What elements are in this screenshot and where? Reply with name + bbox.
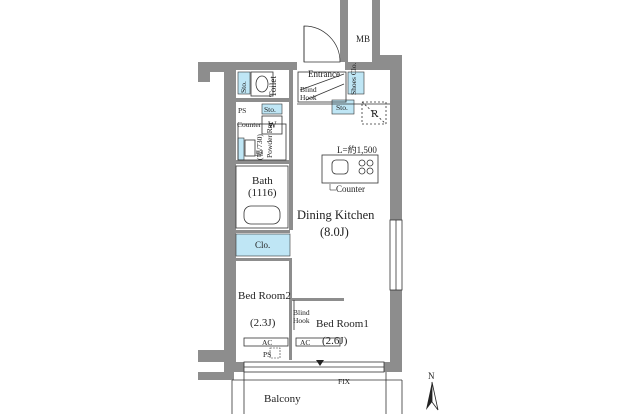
bed-room2-label: Bed Room2 [238,290,291,302]
storage-areas [235,71,365,257]
l-size-label: L=約1,500 [337,144,377,155]
interior-lines [231,25,403,414]
walls [198,0,402,380]
balcony-label: Balcony [264,393,301,405]
blind-hook-entrance-label-1: Blind [300,85,317,94]
entrance-label: Entrance [308,69,340,79]
bed-room1-size-label: (2.6J) [322,335,348,347]
ps-bottom-label: PS [263,350,271,359]
bed-room1-label: Bed Room1 [316,318,369,330]
blind-hook-entrance-label-2: Hook [300,93,317,102]
ac-left-label: AC [262,338,272,347]
sto-left-label: Sto. [264,105,276,114]
sto-vertical-label: Sto. [239,81,248,93]
dining-kitchen-size-label: (8.0J) [320,225,349,239]
washer-label: W [268,120,277,130]
counter-left-label: Counter [237,120,262,129]
clo-label: Clo. [255,240,270,250]
counter-kitchen-label: Counter [336,184,365,194]
bath-label: Bath [252,175,273,187]
sto-right-label: Sto. [336,103,348,112]
arrow-down-icon [316,360,324,366]
toilet-label: Toilet [268,76,278,97]
ps-shaft [269,347,281,359]
fix-label: FIX [338,377,351,386]
ac-right-label: AC [300,338,310,347]
north-arrow-icon [426,381,439,411]
mb-label: MB [356,34,370,44]
refrigerator-label: R [371,108,379,120]
bed-room2-size-label: (2.3J) [250,317,276,329]
bath-size-label: (1116) [248,187,277,199]
powder-rm-label: Powder Rm [265,122,274,158]
dining-kitchen-label: Dining Kitchen [297,208,375,222]
north-label: N [428,371,435,381]
powder-note-label: (幅/730) [254,134,264,160]
ps-top-label: PS [238,106,246,115]
blind-hook-bed-label-1: Blind [293,308,310,317]
shoes-clo-label: Shoes Clo. [349,62,358,95]
blind-hook-bed-label-2: Hook [293,316,310,325]
